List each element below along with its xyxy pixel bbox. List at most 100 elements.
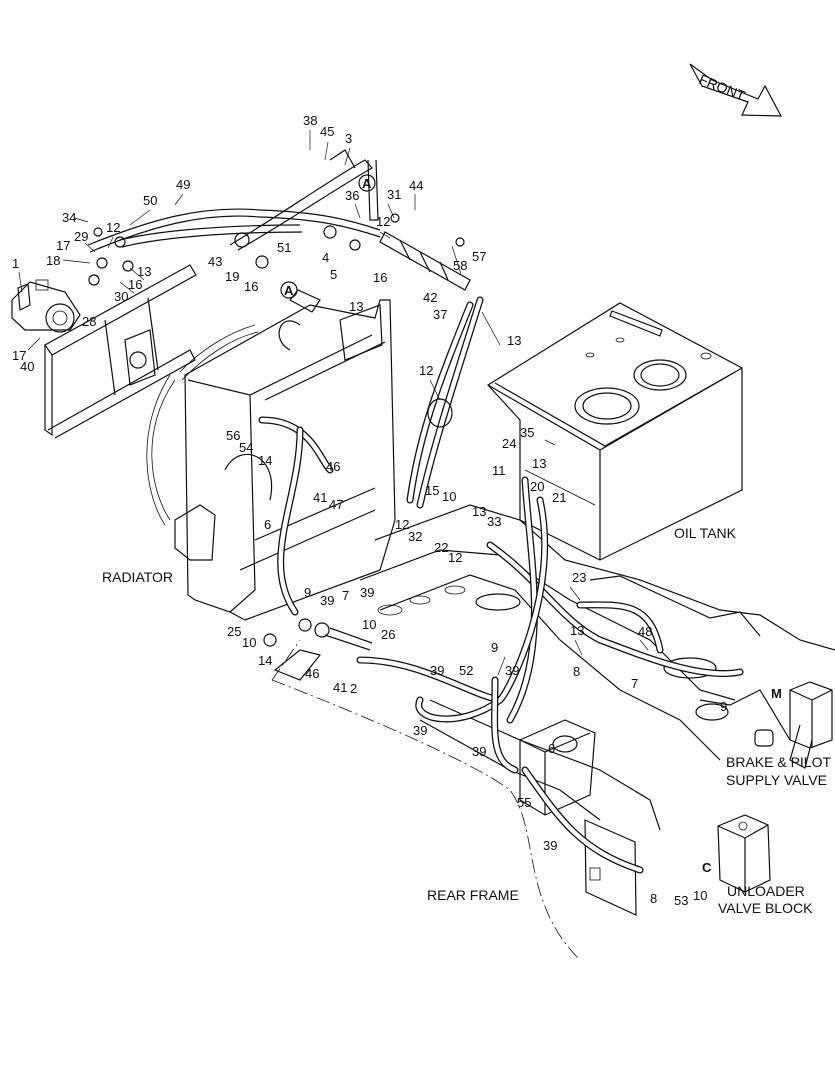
callout-number: 36: [345, 188, 359, 203]
leader-line: [18, 271, 23, 293]
callout-number: 51: [277, 240, 291, 255]
unloader-valve-block: [717, 814, 771, 893]
ref-a-label-2: A: [284, 283, 294, 298]
ref-m-label: M: [771, 686, 782, 701]
callout-number: 41: [313, 490, 327, 505]
callout-number: 13: [137, 264, 151, 279]
callout-number: 23: [572, 570, 586, 585]
callout-number: 38: [303, 113, 317, 128]
callout-number: 6: [548, 741, 555, 756]
leader-line: [481, 311, 501, 346]
callout-number: 56: [226, 428, 240, 443]
callout-number: 24: [502, 436, 516, 451]
callout-number: 15: [425, 483, 439, 498]
leader-line: [84, 242, 96, 253]
callout-number: 43: [208, 254, 222, 269]
callout-number: 55: [517, 795, 531, 810]
ref-marker-a-top: A: [358, 174, 376, 192]
oil-tank: [487, 302, 743, 561]
leader-line: [451, 245, 462, 275]
callout-number: 13: [532, 456, 546, 471]
callout-number: 53: [674, 893, 688, 908]
front-label: FRONT: [697, 71, 748, 104]
ref-a-label-1: A: [362, 176, 372, 191]
callout-number: 12: [419, 363, 433, 378]
leader-line: [387, 203, 395, 219]
callout-number: 1: [12, 256, 19, 271]
leader-line: [74, 217, 89, 223]
ref-c-label: C: [702, 860, 712, 875]
leader-line: [129, 267, 145, 281]
leader-line: [639, 639, 649, 651]
callout-number: 5: [330, 267, 337, 282]
leader-line: [569, 586, 581, 601]
callout-number: 14: [258, 453, 272, 468]
callout-number: 39: [472, 744, 486, 759]
leader-line: [119, 281, 135, 294]
callout-number: 44: [409, 178, 423, 193]
leader-line: [429, 379, 441, 401]
leader-line: [129, 209, 151, 226]
callout-number: 49: [176, 177, 190, 192]
callout-number: 12: [448, 550, 462, 565]
brake-valve-label-line2: SUPPLY VALVE: [726, 772, 827, 788]
callout-number: 9: [720, 699, 727, 714]
callout-number: 16: [128, 277, 142, 292]
callout-number: 41: [333, 680, 347, 695]
callout-number: 33: [487, 514, 501, 529]
callout-number: 19: [225, 269, 239, 284]
leader-line: [574, 639, 583, 656]
callout-number: 57: [472, 249, 486, 264]
callout-number: 52: [459, 663, 473, 678]
callout-number: 12: [395, 517, 409, 532]
leader-line: [324, 141, 329, 161]
leader-line: [107, 236, 114, 249]
callout-number: 26: [381, 627, 395, 642]
callout-number: 16: [373, 270, 387, 285]
callout-number: 4: [322, 250, 329, 265]
callout-number: 7: [342, 588, 349, 603]
callout-number: 37: [433, 307, 447, 322]
hydraulic-pump: [11, 279, 81, 333]
callout-number: 12: [376, 214, 390, 229]
callout-number: 48: [638, 624, 652, 639]
callout-number: 2: [350, 681, 357, 696]
callout-number: 9: [304, 585, 311, 600]
callout-number: 39: [430, 663, 444, 678]
callout-number: 18: [46, 253, 60, 268]
brake-valve-label-line1: BRAKE & PILOT: [726, 754, 831, 770]
hoses: [258, 296, 744, 874]
radiator: [44, 264, 396, 621]
callout-number: 31: [387, 187, 401, 202]
callout-number: 8: [650, 891, 657, 906]
callout-number: 7: [631, 676, 638, 691]
callout-number: 21: [552, 490, 566, 505]
oil-tank-label: OIL TANK: [674, 525, 737, 541]
callout-number: 13: [472, 504, 486, 519]
callout-number: 46: [326, 459, 340, 474]
callout-number: 8: [573, 664, 580, 679]
unloader-label-line1: UNLOADER: [727, 883, 805, 899]
callout-number: 50: [143, 193, 157, 208]
leaders: [18, 130, 649, 676]
front-arrow: FRONT: [689, 63, 783, 117]
callout-number: 11: [492, 463, 506, 478]
callout-number: 29: [74, 229, 88, 244]
callout-number: 13: [349, 299, 363, 314]
callout-number: 14: [258, 653, 272, 668]
callout-number: 39: [320, 593, 334, 608]
callout-number: 39: [543, 838, 557, 853]
callout-number: 6: [264, 517, 271, 532]
callout-number: 39: [505, 663, 519, 678]
callout-number: 10: [693, 888, 707, 903]
callout-number: 10: [242, 635, 256, 650]
leader-line: [62, 259, 91, 264]
callout-number: 9: [491, 640, 498, 655]
callout-number: 39: [413, 723, 427, 738]
callout-number: 25: [227, 624, 241, 639]
callout-number: 13: [507, 333, 521, 348]
leader-line: [379, 231, 391, 239]
callout-number: 12: [106, 220, 120, 235]
callout-number: 16: [244, 279, 258, 294]
